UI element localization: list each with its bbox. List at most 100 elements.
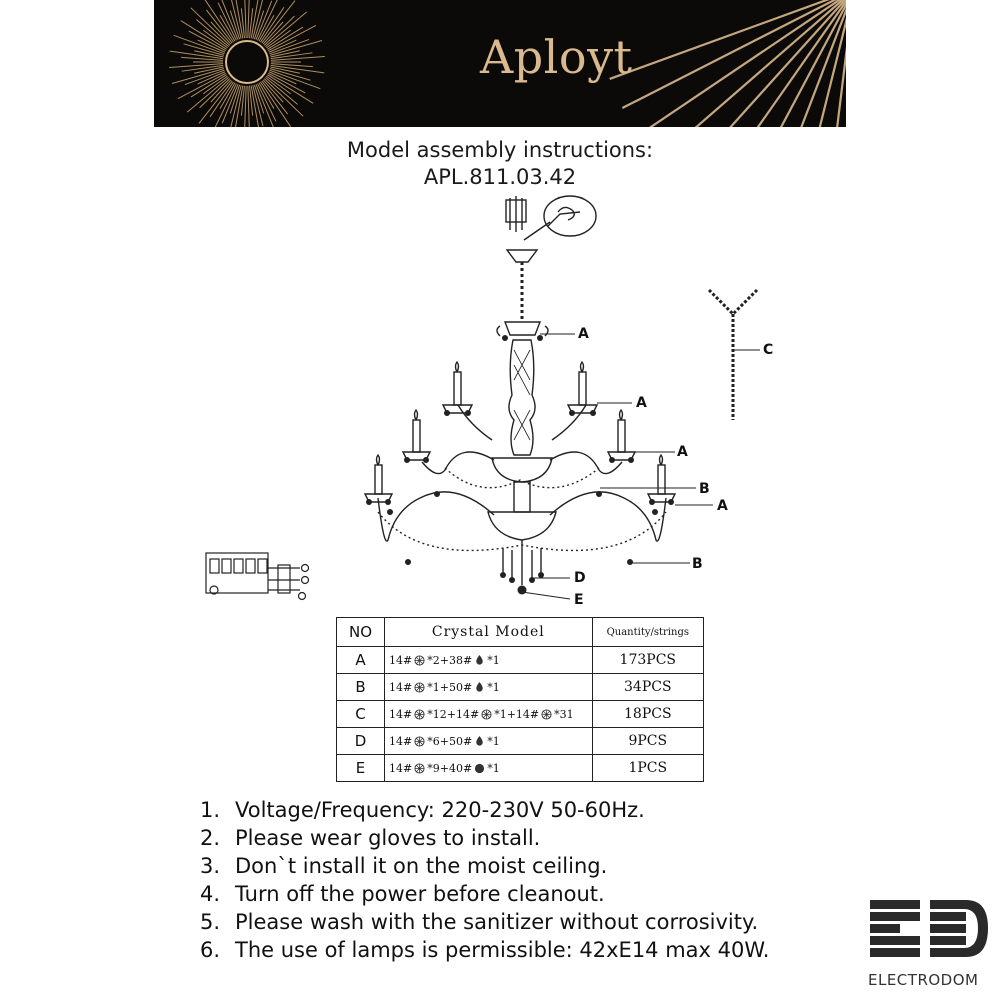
center-column (508, 339, 536, 456)
candle-cups (363, 404, 677, 503)
crystal-bead (500, 572, 506, 578)
mid-arm-right (549, 451, 623, 475)
crystal-bead (366, 499, 372, 505)
instruction-text: Please wash with the sanitizer without c… (235, 910, 759, 934)
instructions-list: 1. Voltage/Frequency: 220-230V 50-60Hz. 2.… (200, 798, 769, 966)
electrodom-logo (870, 900, 988, 957)
instruction-item: 2.Please wear gloves to install. (200, 826, 769, 854)
instruction-item: 3. Don`t install it on the moist ceiling. (200, 854, 769, 882)
watermark-text: ELECTRODOM (868, 971, 979, 989)
lower-arm-left (377, 491, 495, 542)
crystal-bead (517, 585, 527, 595)
crystal-bead (405, 559, 411, 565)
instruction-number: 5. (200, 910, 221, 934)
row-qty: 18PCS (591, 700, 705, 728)
crystal-string-c (707, 288, 759, 420)
table-header-row: NO Crystal Model Quantity/strings (335, 617, 705, 647)
mini-chandelier-icon (505, 196, 527, 232)
instruction-number: 3. (200, 854, 221, 878)
instruction-item: 6. The use of lamps is permissible: 42xE1… (200, 938, 769, 966)
top-cup (503, 321, 542, 336)
sunburst-graphic (169, 0, 846, 127)
model-part: *1 (487, 680, 500, 694)
crystal-bead (404, 457, 410, 463)
model-part: *12+14# (427, 707, 480, 721)
instruction-number: 1. (200, 798, 221, 822)
instruction-number: 6. (200, 938, 221, 962)
crystal-bead (387, 509, 393, 515)
row-no: E (335, 754, 386, 782)
hand-detail-icon (523, 195, 597, 241)
model-part: *9+40# (427, 761, 473, 775)
model-part: 14# (389, 707, 413, 721)
wiring-diagram (205, 552, 310, 601)
crystal-bead (652, 509, 658, 515)
instruction-number: 2. (200, 826, 221, 850)
brand-banner: Aployt (154, 0, 846, 127)
row-no: C (335, 700, 386, 728)
model-part: *6+50# (427, 734, 473, 748)
model-part: 14# (389, 680, 413, 694)
row-model: 14#*6+50#*1 (384, 727, 593, 755)
label-a-upper: A (636, 395, 647, 411)
crystal-bead (529, 577, 535, 583)
instruction-text: Don`t install it on the moist ceiling. (235, 854, 608, 878)
model-part: 14# (389, 761, 413, 775)
crystal-bead (465, 410, 471, 416)
label-d: D (574, 570, 586, 586)
header-no: NO (335, 617, 386, 647)
label-b-lower: B (692, 556, 703, 572)
crystal-bead (569, 410, 575, 416)
crystal-bead (627, 559, 633, 565)
crystal-bead (537, 335, 543, 341)
instruction-number: 4. (200, 882, 221, 906)
model-part: 14# (389, 653, 413, 667)
brand-logo-text: Aployt (480, 30, 633, 84)
crystal-bead (649, 499, 655, 505)
model-part: 14# (389, 734, 413, 748)
crystal-bead (609, 457, 615, 463)
crystal-bead (668, 499, 674, 505)
label-e: E (574, 592, 584, 608)
instruction-item: 1. Voltage/Frequency: 220-230V 50-60Hz. (200, 798, 769, 826)
model-part: *1 (487, 653, 500, 667)
instruction-text: Voltage/Frequency: 220-230V 50-60Hz. (235, 798, 645, 822)
instruction-item: 5. Please wash with the sanitizer without… (200, 910, 769, 938)
label-a-top: A (578, 326, 589, 342)
instruction-text: The use of lamps is permissible: 42xE14 … (235, 938, 770, 962)
crystal-bead (423, 457, 429, 463)
instruction-item: 4. Turn off the power before cleanout. (200, 882, 769, 910)
row-model: 14# *2+38# *1 (384, 646, 593, 674)
row-qty: 34PCS (591, 673, 705, 701)
crystal-bead (628, 457, 634, 463)
model-part: *2+38# (427, 653, 473, 667)
crystal-bead (385, 499, 391, 505)
row-model: 14# *9+40# *1 (384, 754, 593, 782)
header-qty: Quantity/strings (591, 617, 705, 647)
row-no: D (335, 727, 386, 755)
row-model: 14#*1+50#*1 (384, 673, 593, 701)
label-b-upper: B (699, 481, 710, 497)
model-part: *31 (554, 707, 574, 721)
instruction-text: Turn off the power before cleanout. (235, 882, 605, 906)
row-no: A (335, 646, 386, 674)
lower-arm-right (549, 491, 667, 542)
mid-arm-left (421, 451, 495, 475)
crystal-bead (538, 572, 544, 578)
model-number: APL.811.03.42 (423, 165, 577, 189)
candles (374, 360, 666, 495)
model-part: *1 (487, 761, 500, 775)
crystal-bead (590, 410, 596, 416)
page-title: Model assembly instructions: (346, 138, 654, 162)
upper-arm-right (551, 404, 587, 441)
label-a-lower: A (717, 498, 728, 514)
row-qty: 9PCS (591, 727, 705, 755)
row-model: 14#*12+14#*1+14#*31 (384, 700, 593, 728)
crystal-bead (444, 410, 450, 416)
